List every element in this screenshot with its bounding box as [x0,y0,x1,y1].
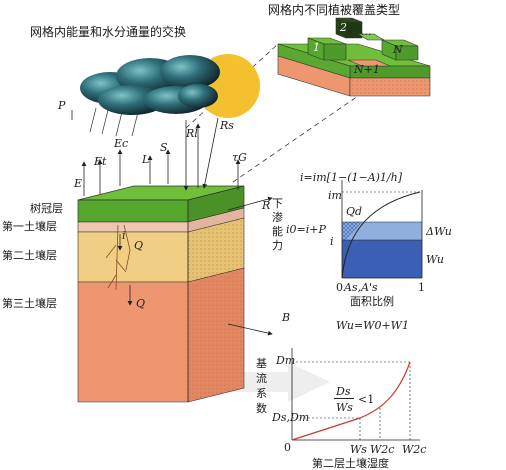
infiltration-label-2: 渗 [272,211,283,224]
layer-label-soil1: 第一土壤层 [2,220,57,233]
baseflow-W2c: W2c [402,443,427,456]
baseflow-ylabel-2: 流 [256,372,267,385]
tile-label-dots: ... [361,25,372,38]
baseflow-xlabel: 第二层土壤湿度 [312,457,389,470]
tile-label-1: 1 [313,41,320,54]
flux-S: S [160,141,168,154]
vegetation-tile-block [277,17,431,97]
baseflow-ratio-num: Ds [336,385,351,398]
flux-i: i [122,229,126,242]
dashed-connector-bottom [232,95,359,183]
flux-Q: Q [134,239,144,252]
baseflow-chart [291,348,420,441]
flux-B: B [282,311,291,324]
area-curve-Wu: Wu [426,253,444,266]
infiltration-equation: i0=i+P [286,223,326,236]
area-curve-formula: i=im[1−(1−A)1/h] [300,171,403,184]
baseflow-ylabel-3: 系 [256,387,267,400]
area-curve-x0: 0 [336,281,343,294]
background-arrow-shape [232,362,330,402]
dashed-connector-top [185,43,279,129]
flux-Rs: Rs [220,119,234,132]
baseflow-ylabel-1: 基 [256,357,267,370]
flux-tauG: τG [232,151,247,164]
infiltration-label-1: 下 [272,197,283,210]
soil-column [77,185,245,403]
area-curve-dWu: ΔWu [426,225,452,238]
baseflow-DsDm: Ds,Dm [272,411,310,424]
water-balance-equation: Wu=W0+W1 [336,319,409,332]
infiltration-label-4: 力 [272,239,283,252]
area-curve-xlabel: 面积比例 [350,295,394,308]
infiltration-label-3: 能 [272,225,283,238]
baseflow-ylabel-4: 数 [256,402,267,415]
baseflow-Ws: Ws [350,443,367,456]
area-curve-im: im [328,189,342,202]
baseflow-Ws2c: W2c [370,443,395,456]
flux-Q2: Q [136,297,146,310]
tile-label-N1: N+1 [354,63,380,76]
layer-label-soil3: 第三土壤层 [2,297,57,310]
baseflow-ratio-den: Ws [336,401,353,414]
infiltration-capacity-chart [341,180,423,279]
area-curve-x1: 1 [418,281,425,294]
flux-Rl: Rl [186,127,198,140]
flux-L: L [142,153,150,166]
baseflow-ratio-rel: <1 [358,393,375,406]
title-vegetation-types: 网格内不同植被覆盖类型 [268,3,401,17]
area-curve-As: As,A's [344,281,378,294]
area-curve-i-axis: i [330,235,334,248]
baseflow-Dm: Dm [276,354,296,367]
tile-label-2: 2 [340,21,347,34]
title-energy-water-exchange: 网格内能量和水分通量的交换 [30,25,187,39]
layer-label-soil2: 第二土壤层 [2,249,57,262]
area-curve-Qd: Qd [346,205,363,218]
rain-lines [89,107,139,137]
baseflow-ratio-bar [334,398,354,399]
root-lines [105,224,131,291]
flux-R: R [262,199,271,212]
baseflow-zero: 0 [284,441,291,454]
flux-Ec: Ec [114,137,129,150]
tile-label-N: N [393,43,403,56]
cloud-icon [80,55,220,115]
flux-E: E [74,177,83,190]
layer-label-canopy: 树冠层 [30,202,63,215]
flux-P: P [58,99,66,112]
flux-Et: Et [94,155,107,168]
flux-arrows [81,117,273,336]
